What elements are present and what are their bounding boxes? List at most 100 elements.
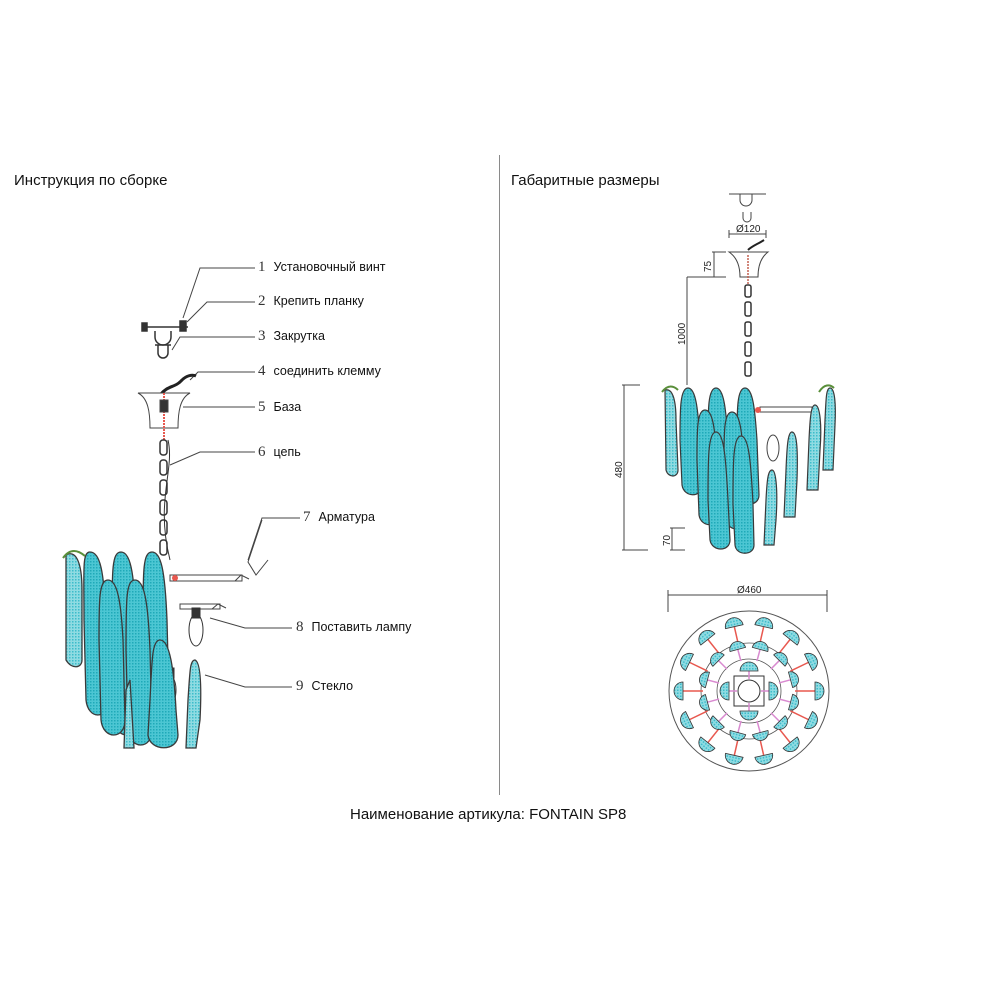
leader-2 [186, 301, 255, 323]
arm-line [756, 720, 761, 733]
glass-drop-top [699, 693, 711, 711]
glass-drop-top [719, 681, 730, 701]
middle-ring-drops [699, 641, 799, 741]
arm-line [707, 679, 720, 684]
glass-drop-top [680, 652, 694, 672]
arm-line [718, 660, 728, 670]
leader-4 [189, 371, 255, 381]
glass-drop [732, 435, 755, 554]
glass-drop-top [680, 710, 694, 730]
arm-line [778, 679, 791, 684]
glass-drop-top [729, 730, 747, 741]
dim-chain-length: 1000 [677, 322, 688, 345]
dim-body-height: 480 [614, 461, 625, 478]
glass-drop [185, 659, 202, 749]
glass-drops-dimension [661, 384, 836, 554]
glass-drop-top [699, 671, 710, 689]
assembly-instructions-title: Инструкция по сборке [14, 172, 168, 189]
top-view [668, 610, 830, 772]
glass-drop-top [710, 652, 725, 667]
glass-drop-top [698, 736, 716, 752]
glass-drop-top [751, 641, 769, 652]
dimensions-title: Габаритные размеры [511, 172, 660, 189]
glass-drop [123, 679, 135, 749]
glass-drops-assembly [62, 550, 202, 749]
arm-line [790, 710, 809, 721]
leader-8 [209, 617, 292, 629]
glass-drop-top [773, 652, 788, 667]
glass-drop-top [754, 617, 774, 630]
canopy-base [137, 392, 191, 440]
glass-drop-top [739, 661, 759, 672]
glass-drop [147, 639, 179, 749]
glass-drop-top [814, 681, 825, 701]
glass-drop-top [754, 752, 774, 765]
glass-drop-top [804, 652, 818, 672]
glass-drop-top [782, 736, 800, 752]
glass-drop-top [773, 715, 788, 730]
arm-line [770, 712, 780, 722]
glass-drop [783, 431, 798, 518]
glass-drop-top [673, 681, 684, 701]
arm-line [689, 710, 708, 721]
inner-ring-drops [719, 661, 779, 721]
glass-drop [65, 553, 83, 668]
arm-line [778, 698, 791, 703]
glass-drop-top [724, 752, 744, 765]
arm-line [718, 712, 728, 722]
arm-line [770, 660, 780, 670]
glass-drop [98, 579, 126, 736]
glass-drop-top [751, 729, 769, 741]
arm-line [737, 649, 742, 662]
chain [159, 439, 171, 561]
glass-drop-top [739, 710, 759, 721]
glass-drop-top [768, 681, 779, 701]
glass-drop-top [710, 715, 725, 730]
glass-drop-top [729, 641, 747, 653]
glass-drop [125, 579, 153, 746]
glass-drop-top [698, 630, 716, 646]
glass-drop-top [782, 630, 800, 646]
glass-drop [679, 387, 703, 496]
article-name: Наименование артикула: FONTAIN SP8 [350, 806, 627, 823]
terminal-wire [158, 373, 197, 396]
glass-drop-top [724, 617, 744, 630]
leader-1 [182, 267, 255, 319]
arm-line [790, 661, 809, 672]
mounting-bar [141, 320, 188, 359]
arm-line [737, 720, 742, 733]
glass-drop [806, 404, 822, 491]
dim-canopy-diameter: Ø120 [736, 224, 761, 235]
leader-9 [204, 674, 292, 688]
arm-line [756, 649, 761, 662]
glass-drop-top [804, 710, 818, 730]
panel-divider [499, 155, 500, 795]
leader-6 [169, 451, 255, 466]
outer-ring-drops [673, 617, 825, 765]
dim-canopy-height: 75 [703, 260, 714, 272]
dim-body-diameter: Ø460 [737, 585, 762, 596]
glass-drop [822, 387, 836, 471]
leader-3 [171, 336, 255, 351]
arm-fixture [169, 519, 269, 610]
arm-line [707, 698, 720, 703]
glass-drop-top [788, 693, 799, 711]
glass-drop [763, 469, 778, 546]
leader-lines [169, 267, 300, 688]
arm-line [689, 661, 708, 672]
glass-drop-top [787, 671, 799, 689]
dimension-drawing [622, 193, 828, 612]
leader-7 [247, 517, 300, 561]
dim-bottom-offset: 70 [662, 534, 673, 546]
glass-drop [664, 389, 679, 477]
